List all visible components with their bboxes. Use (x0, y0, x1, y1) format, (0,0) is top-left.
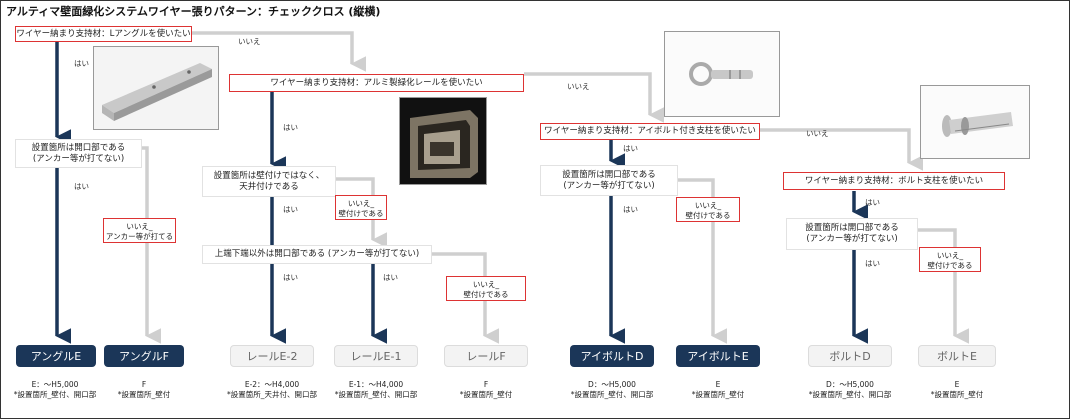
bolt-photo (920, 85, 1030, 159)
rail-photo (399, 97, 487, 185)
question-ceiling: 設置箇所は壁付けではなく、 天井付けである (202, 166, 336, 197)
connector-no-topbottom (432, 252, 500, 344)
connector-no-angle (192, 31, 367, 72)
result-bolt-d[interactable]: ボルトD (808, 345, 892, 367)
question-rail: ワイヤー納まり支持材：アルミ製緑化レールを使いたい (229, 74, 524, 92)
rail-image (410, 110, 478, 178)
eyebolt-photo (664, 31, 780, 117)
connector-no-bolt-opening (918, 228, 970, 344)
note-wall-rail-2: いいえ_ 壁付けである (446, 276, 526, 301)
eyebolt-image (689, 62, 753, 86)
result-eyebolt-e[interactable]: アイボルトE (676, 345, 760, 367)
note-wall-eyebolt: いいえ_ 壁付けである (676, 197, 740, 222)
label-yes-topbottom: はい (383, 273, 398, 282)
footnote-rail-f: F *設置箇所_壁付 (459, 380, 513, 399)
result-bolt-e[interactable]: ボルトE (918, 345, 996, 367)
label-yes-bolt: はい (865, 198, 880, 207)
footnote-angle-e: E：～H5,000 *設置箇所_壁付、開口部 (13, 380, 97, 399)
footnote-eyebolt-d: D：～H5,000 *設置箇所_壁付、開口部 (570, 380, 654, 399)
connector-no-eyebolt (760, 128, 924, 171)
label-yes-eyebolt: はい (623, 144, 638, 153)
note-anchor-ok: いいえ_ アンカー等が打てる (103, 218, 176, 243)
label-yes-angle: はい (74, 59, 89, 68)
label-yes-angle-opening: はい (74, 182, 89, 191)
result-rail-f[interactable]: レールF (444, 345, 528, 367)
result-rail-e1[interactable]: レールE-1 (334, 345, 418, 367)
note-wall-rail-1: いいえ_ 壁付けである (335, 195, 387, 220)
question-opening-bolt: 設置箇所は開口部である (アンカー等が打てない) (786, 218, 918, 250)
label-no-rail: いいえ (567, 82, 590, 91)
result-eyebolt-d[interactable]: アイボルトD (570, 345, 654, 367)
question-eyebolt: ワイヤー納まり支持材：アイボルト付き支柱を使いたい (540, 123, 760, 140)
footnote-eyebolt-e: E *設置箇所_壁付 (691, 380, 745, 399)
label-yes-eye-opening: はい (623, 205, 638, 214)
footnote-angle-f: F *設置箇所_壁付 (117, 380, 171, 399)
bolt-image (942, 112, 1013, 137)
note-wall-bolt: いいえ_ 壁付けである (919, 247, 981, 272)
label-yes-rail: はい (283, 123, 298, 132)
footnote-rail-e2: E-2：～H4,000 *設置箇所_天井付、開口部 (227, 380, 317, 399)
result-rail-e2[interactable]: レールE-2 (230, 345, 314, 367)
question-opening-eyebolt: 設置箇所は開口部である (アンカー等が打てない) (540, 165, 678, 196)
result-angle-e[interactable]: アングルE (16, 345, 96, 367)
question-opening-angle: 設置箇所は開口部である (アンカー等が打てない) (15, 139, 142, 168)
footnote-bolt-e: E *設置箇所_壁付 (930, 380, 984, 399)
result-angle-f[interactable]: アングルF (104, 345, 184, 367)
l-angle-image (102, 63, 212, 121)
connector-no-angle-opening (142, 146, 162, 344)
label-no-eyebolt: いいえ (806, 129, 829, 138)
connector-no-rail (524, 72, 665, 123)
question-bolt: ワイヤー納まり支持材：ボルト支柱を使いたい (783, 172, 1005, 190)
label-no-angle: いいえ (238, 37, 261, 46)
diagram-title: アルティマ壁面緑化システムワイヤー張りパターン：チェッククロス (縦横) (6, 5, 381, 18)
question-angle: ワイヤー納まり支持材：Lアングルを使いたい (15, 26, 192, 42)
question-top-bottom: 上端下端以外は開口部である (アンカー等が打てない) (202, 245, 432, 264)
label-yes-ceiling: はい (283, 205, 298, 214)
footnote-rail-e1: E-1：～H4,000 *設置箇所_壁付、開口部 (334, 380, 418, 399)
label-yes-topbottom-left: はい (283, 273, 298, 282)
angle-photo (93, 46, 219, 130)
connector-no-eye-opening (678, 178, 728, 344)
label-yes-bolt-opening: はい (865, 259, 880, 268)
footnote-bolt-d: D：～H5,000 *設置箇所_壁付、開口部 (808, 380, 892, 399)
